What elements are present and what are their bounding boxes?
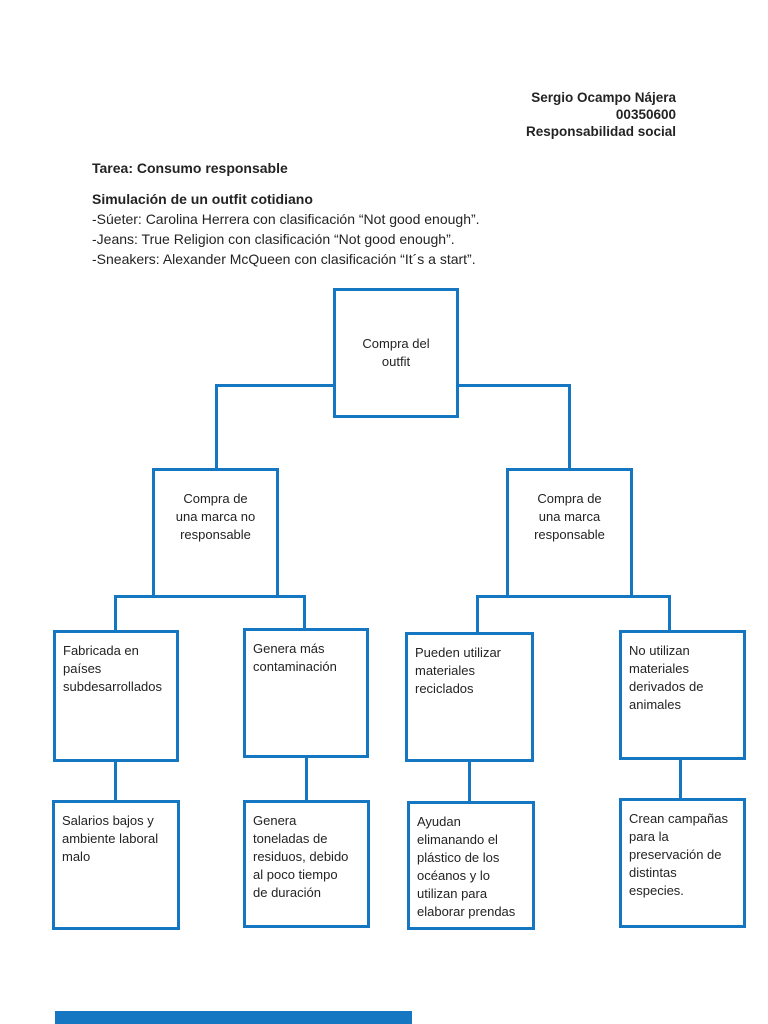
connector-root-right-vertical [568,384,571,468]
flow-node-species-campaigns: Crean campañas para la preservación de d… [619,798,746,928]
flow-node-no-animal-materials: No utilizan materiales derivados de anim… [619,630,746,760]
flow-node-recycled-materials: Pueden utilizar materiales reciclados [405,632,534,762]
flow-node-brand-not-responsible: Compra de una marca no responsable [152,468,279,598]
next-page-preview-bar [55,1011,412,1024]
author-name: Sergio Ocampo Nájera [531,90,676,105]
connector-responsible-stub-2 [668,595,671,630]
connector-leaf-2 [305,755,308,800]
outfit-item-sneakers: -Sneakers: Alexander McQueen con clasifi… [92,251,476,267]
flow-node-made-in-underdeveloped-countries: Fabricada en países subdesarrollados [53,630,179,762]
flow-node-tons-of-waste: Genera toneladas de residuos, debido al … [243,800,370,928]
flow-node-ocean-plastic: Ayudan elimanando el plástico de los océ… [407,801,535,930]
flow-node-root: Compra del outfit [333,288,459,418]
intro-block: Tarea: Consumo responsable Simulación de… [92,158,480,269]
outfit-item-sweater: -Súeter: Carolina Herrera con clasificac… [92,211,480,227]
connector-not-responsible-stub-2 [303,595,306,628]
page-header: Sergio Ocampo Nájera 00350600 Responsabi… [526,89,676,140]
flow-node-low-salaries: Salarios bajos y ambiente laboral malo [52,800,180,930]
outfit-item-jeans: -Jeans: True Religion con clasificación … [92,231,455,247]
task-title: Tarea: Consumo responsable [92,160,288,176]
connector-leaf-1 [114,759,117,800]
flow-node-brand-responsible: Compra de una marca responsable [506,468,633,598]
connector-responsible-stub-1 [476,595,479,632]
student-id: 00350600 [615,107,676,122]
connector-root-left-vertical [215,384,218,468]
course-name: Responsabilidad social [525,124,676,139]
outfit-subtitle: Simulación de un outfit cotidiano [92,191,313,207]
connector-leaf-4 [679,757,682,798]
connector-not-responsible-stub-1 [114,595,117,630]
connector-root-left-horizontal [215,384,333,387]
connector-leaf-3 [468,759,471,801]
flow-node-more-pollution: Genera más contaminación [243,628,369,758]
connector-root-right-horizontal [458,384,571,387]
